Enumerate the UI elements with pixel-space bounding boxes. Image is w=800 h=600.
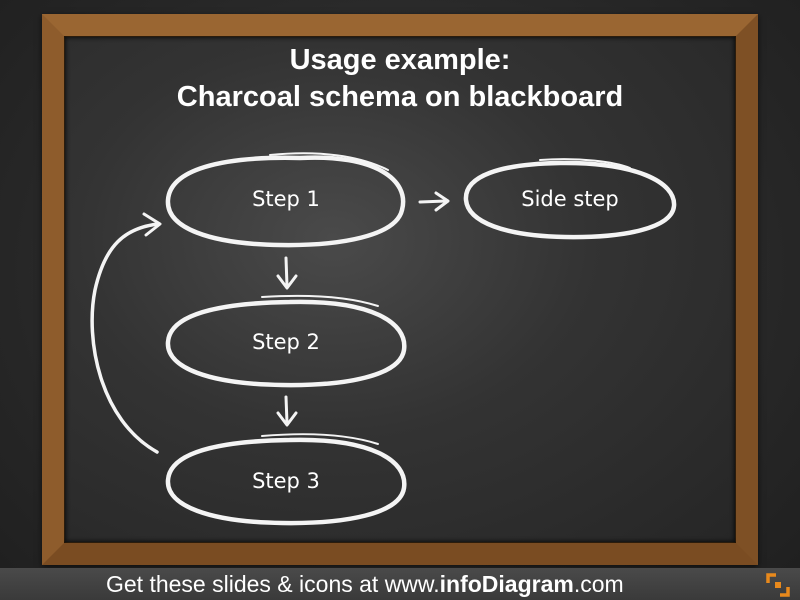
step2-ellipse bbox=[165, 294, 407, 388]
footer-suffix: .com bbox=[573, 571, 624, 597]
infodiagram-logo-icon bbox=[766, 573, 790, 597]
arrow-step1-to-side bbox=[418, 191, 450, 212]
footer-prefix: Get these slides & icons at www. bbox=[106, 571, 440, 597]
side-step-ellipse bbox=[463, 158, 677, 240]
footer-text: Get these slides & icons at www.infoDiag… bbox=[106, 571, 624, 598]
arrow-step1-to-step2 bbox=[276, 256, 298, 290]
footer-brand: infoDiagram bbox=[439, 571, 574, 597]
footer-bar: Get these slides & icons at www.infoDiag… bbox=[0, 568, 800, 600]
step1-ellipse bbox=[165, 152, 406, 248]
arrow-step3-to-step1-loop bbox=[90, 212, 162, 454]
arrow-step2-to-step3 bbox=[276, 395, 298, 427]
step2-label: Step 2 bbox=[252, 330, 320, 354]
title-line-2: Charcoal schema on blackboard bbox=[176, 81, 624, 113]
slide-title: Usage example: Charcoal schema on blackb… bbox=[0, 42, 800, 116]
step3-ellipse bbox=[165, 433, 407, 526]
title-line-1: Usage example: bbox=[289, 44, 511, 76]
step1-label: Step 1 bbox=[252, 187, 320, 211]
side-step-label: Side step bbox=[521, 187, 619, 211]
step3-label: Step 3 bbox=[252, 469, 320, 493]
